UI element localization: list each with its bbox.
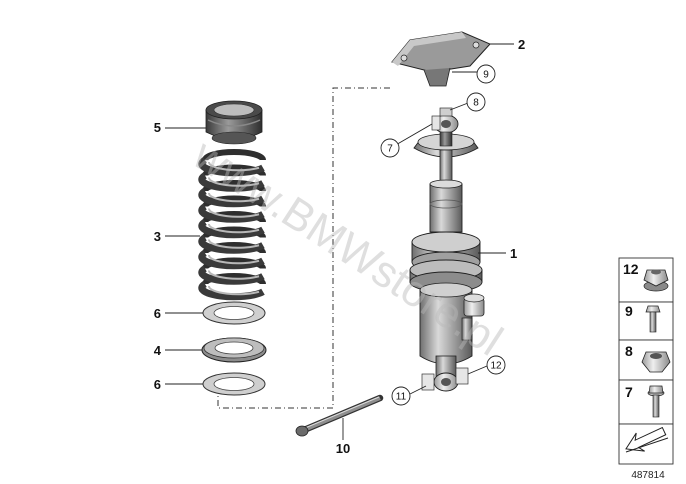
washer-part-6-top — [202, 301, 266, 325]
mounting-bracket-part-2 — [391, 31, 491, 87]
side-panel-label-7: 7 — [625, 384, 633, 400]
small-bolt-icon — [645, 305, 661, 333]
callout-6-bottom: 6 — [154, 377, 161, 392]
hex-nut-icon — [641, 351, 671, 373]
spring-seat-part-4 — [205, 100, 263, 145]
spring-coil-front — [198, 265, 265, 285]
side-panel-label-12: 12 — [623, 261, 639, 277]
spring-coil-highlight — [208, 161, 260, 172]
side-panel-label-9: 9 — [625, 303, 633, 319]
callout-6-top: 6 — [154, 306, 161, 321]
spring-coil-highlight — [208, 285, 260, 296]
circled-callout-8: 8 — [466, 92, 486, 112]
upper-mount-eye — [431, 107, 459, 134]
spring-coil-highlight — [208, 223, 260, 234]
svg-text:8: 8 — [473, 98, 479, 109]
svg-text:11: 11 — [396, 392, 407, 403]
spring-coil-highlight — [208, 177, 260, 187]
spring-coil-front — [198, 203, 265, 223]
circled-callout-12: 12 — [486, 355, 506, 375]
shock-absorber-part-1 — [409, 131, 485, 392]
callout-5: 4 — [154, 343, 162, 358]
washer-part-6-bottom — [202, 372, 266, 396]
flange-bolt-icon — [647, 385, 665, 418]
svg-text:9: 9 — [483, 70, 489, 81]
spring-coil-front — [198, 172, 265, 192]
spring-coil-front — [198, 156, 265, 177]
callout-10: 10 — [336, 441, 350, 456]
callout-3: 3 — [154, 229, 161, 244]
callout-4: 5 — [154, 120, 161, 135]
spring-coil-front — [198, 187, 265, 208]
circled-callout-9: 9 — [476, 64, 496, 84]
spring-coil-front — [198, 234, 265, 254]
spring-coil-front — [198, 249, 265, 270]
document-number: 487814 — [631, 470, 665, 481]
spring-coil-highlight — [208, 192, 260, 203]
callout-1: 1 — [510, 246, 517, 261]
spring-coil-highlight — [208, 239, 260, 249]
callout-2: 2 — [518, 37, 525, 52]
spring-coil-front — [198, 218, 265, 239]
spring-coil-highlight — [208, 208, 260, 218]
arrow-plate-icon — [625, 426, 669, 453]
spring-coil-back — [202, 149, 266, 161]
circled-callout-7: 7 — [380, 138, 400, 158]
leader-lines — [165, 43, 514, 440]
bearing-washer-part-5 — [201, 337, 267, 363]
svg-text:7: 7 — [387, 144, 393, 155]
long-bolt-part-10 — [295, 394, 384, 437]
spring-coil-highlight — [208, 270, 260, 280]
svg-text:12: 12 — [490, 361, 502, 372]
assembly-dashed-line — [217, 87, 390, 409]
flange-nut-icon — [643, 269, 669, 292]
spring-coil-highlight — [208, 254, 260, 265]
circled-callout-11: 11 — [391, 386, 411, 406]
spring-coil-front — [198, 280, 265, 301]
coil-spring-part-3 — [198, 149, 266, 301]
side-panel-label-8: 8 — [625, 343, 633, 359]
